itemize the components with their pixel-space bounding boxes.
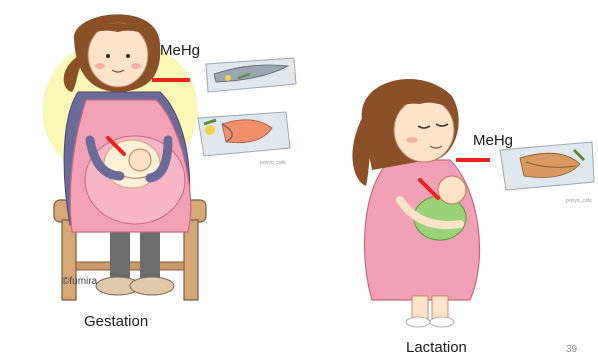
fish-tray-saury-icon — [206, 58, 296, 92]
artist-credit: ©fumira — [62, 276, 97, 287]
slide-number: 39 — [566, 344, 577, 355]
right-fish-credit: ponyo_cafe — [566, 198, 592, 204]
left-fish-credit: ponyo_cafe — [260, 160, 286, 166]
fish-tray-salmon-icon — [198, 112, 290, 156]
lactation-caption: Lactation — [406, 339, 467, 356]
right-mehg-label: MeHg — [473, 132, 513, 149]
fish-tray-right-icon — [500, 142, 594, 190]
left-mehg-label: MeHg — [160, 42, 200, 59]
pregnant-woman-body — [64, 92, 191, 232]
gestation-caption: Gestation — [84, 313, 148, 330]
